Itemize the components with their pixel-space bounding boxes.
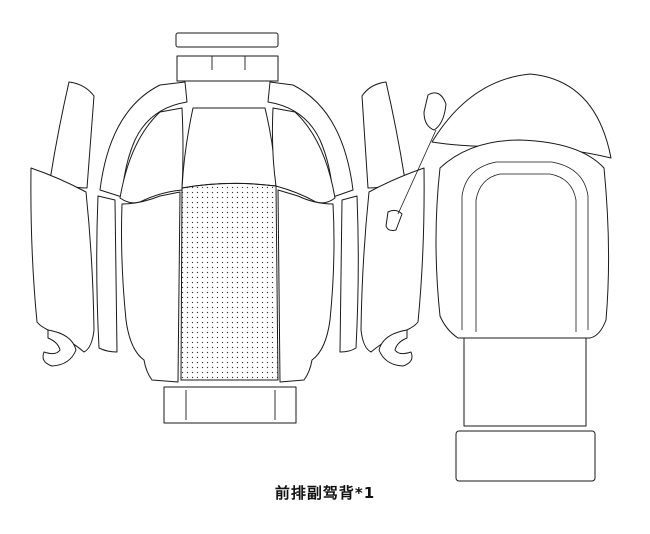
right-outer-wing [361, 81, 406, 189]
left-outer-wing [49, 81, 95, 189]
left-curl-piece [42, 329, 77, 367]
small-tab-piece [385, 209, 403, 231]
back-arch-outer-seam [461, 161, 589, 330]
back-small-tag [423, 92, 447, 131]
headrest-block [176, 55, 279, 82]
right-side-panel [360, 167, 425, 353]
bottom-base-block [163, 386, 297, 424]
pattern-caption: 前排副驾背*1 [274, 484, 376, 502]
back-arch-inner-seam [475, 173, 577, 332]
back-lower-panel [463, 337, 587, 427]
headrest-top-strip [175, 32, 279, 48]
center-perforated-insert [180, 182, 279, 381]
left-bolster-outer [99, 81, 188, 198]
right-lower-side [277, 189, 335, 383]
center-top-panel [181, 107, 277, 189]
left-side-panel [30, 167, 95, 353]
back-bottom-panel [455, 430, 596, 482]
right-curl-piece [378, 329, 413, 367]
right-bolster-outer [267, 81, 354, 198]
right-narrow-strip [339, 195, 359, 353]
tag-connector-line [397, 129, 437, 215]
left-narrow-strip [96, 195, 118, 353]
left-lower-side [121, 191, 181, 383]
